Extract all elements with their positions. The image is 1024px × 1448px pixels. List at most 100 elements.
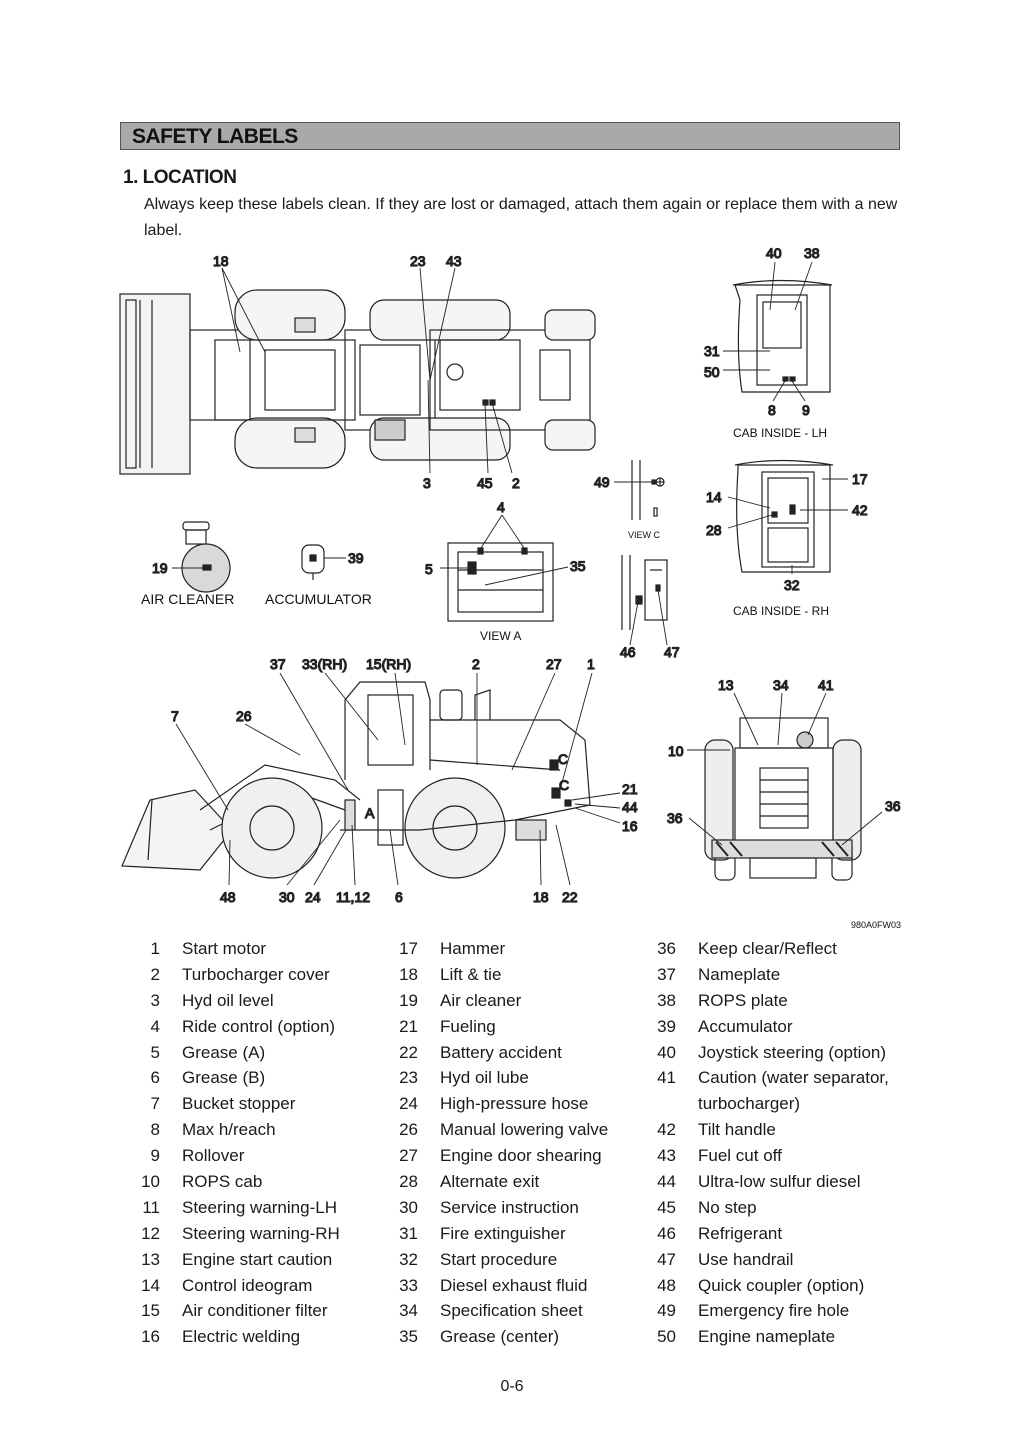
callout-18: 18 [213, 253, 229, 269]
top-view-loader [119, 289, 596, 475]
item-number: 1 [150, 939, 160, 958]
item-label: Hyd oil level [182, 990, 274, 1010]
callout-17: 17 [852, 471, 868, 487]
caption-view-a: VIEW A [480, 629, 521, 643]
callout-23: 23 [410, 253, 426, 269]
figure-code: 980A0FW03 [851, 920, 901, 930]
item-label: Control ideogram [182, 1275, 313, 1295]
item-label: Steering warning-RH [182, 1223, 340, 1243]
item-number: 38 [657, 990, 676, 1010]
item-number: 18 [399, 964, 418, 984]
callout-43: 43 [446, 253, 462, 269]
callout-15rh: 15(RH) [366, 656, 411, 672]
callout-11-12: 11,12 [336, 889, 370, 905]
item-label: turbocharger) [698, 1094, 801, 1114]
item-label: Caution (water separator, [698, 1068, 889, 1088]
callout-45: 45 [477, 475, 493, 491]
item-label: Max h/reach [182, 1120, 276, 1140]
item-label: Battery accident [440, 1042, 562, 1062]
callout-10: 10 [668, 743, 684, 759]
item-label: High-pressure hose [440, 1094, 589, 1114]
item-number: 4 [150, 1016, 160, 1036]
callout-37: 37 [270, 656, 286, 672]
cab-inside-rh [734, 459, 834, 573]
item-number: 11 [142, 1197, 160, 1217]
caption-accumulator: ACCUMULATOR [265, 591, 372, 607]
list-item: 12 Steering warning-RH [140, 1221, 390, 1247]
item-label: Grease (A) [182, 1042, 266, 1062]
item-label: Emergency fire hole [698, 1301, 850, 1321]
callout-38: 38 [804, 245, 820, 261]
item-number: 28 [399, 1172, 418, 1192]
item-label: Start procedure [440, 1249, 558, 1269]
item-label: Engine start caution [182, 1249, 333, 1269]
callout-40: 40 [766, 245, 782, 261]
item-number: 12 [141, 1223, 160, 1243]
callout-48: 48 [220, 889, 236, 905]
list-item: 32 Start procedure [398, 1247, 648, 1273]
list-item: 13 Engine start caution [140, 1247, 390, 1273]
callout-6: 6 [395, 889, 403, 905]
air-cleaner-detail [181, 521, 231, 593]
callout-32: 32 [784, 577, 800, 593]
callout-5: 5 [425, 561, 433, 577]
item-label: Hammer [440, 939, 506, 958]
callout-34: 34 [773, 677, 789, 693]
item-number: 39 [657, 1016, 676, 1036]
item-label: Start motor [182, 939, 267, 958]
item-number: 14 [141, 1275, 160, 1295]
callout-2-side: 2 [472, 656, 480, 672]
callout-33rh: 33(RH) [302, 656, 347, 672]
item-number: 9 [150, 1146, 160, 1166]
callout-9: 9 [802, 402, 810, 418]
callout-7: 7 [171, 708, 179, 724]
view-a [447, 542, 554, 622]
callout-27: 27 [546, 656, 562, 672]
page-number: 0-6 [500, 1378, 524, 1395]
callout-42: 42 [852, 502, 868, 518]
item-number: 22 [399, 1042, 418, 1062]
item-number: 19 [399, 990, 418, 1010]
item-number: 47 [657, 1249, 676, 1269]
item-number: 46 [657, 1223, 676, 1243]
item-number: 13 [141, 1249, 160, 1269]
callout-2: 2 [512, 475, 520, 491]
callout-35: 35 [570, 558, 586, 574]
callout-50: 50 [704, 364, 720, 380]
handrail-detail [621, 555, 668, 630]
item-number: 50 [657, 1327, 676, 1347]
view-c [631, 460, 665, 520]
item-number: 6 [150, 1068, 160, 1088]
callout-28: 28 [706, 522, 722, 538]
item-label: Diesel exhaust fluid [440, 1275, 588, 1295]
item-label: Keep clear/Reflect [698, 939, 837, 958]
item-number: 40 [657, 1042, 676, 1062]
item-label: Nameplate [698, 964, 781, 984]
callout-47: 47 [664, 644, 680, 660]
item-number: 32 [399, 1249, 418, 1269]
item-number: 7 [150, 1094, 160, 1114]
callout-21: 21 [622, 781, 638, 797]
callout-13: 13 [718, 677, 734, 693]
item-label: Air conditioner filter [182, 1301, 328, 1321]
